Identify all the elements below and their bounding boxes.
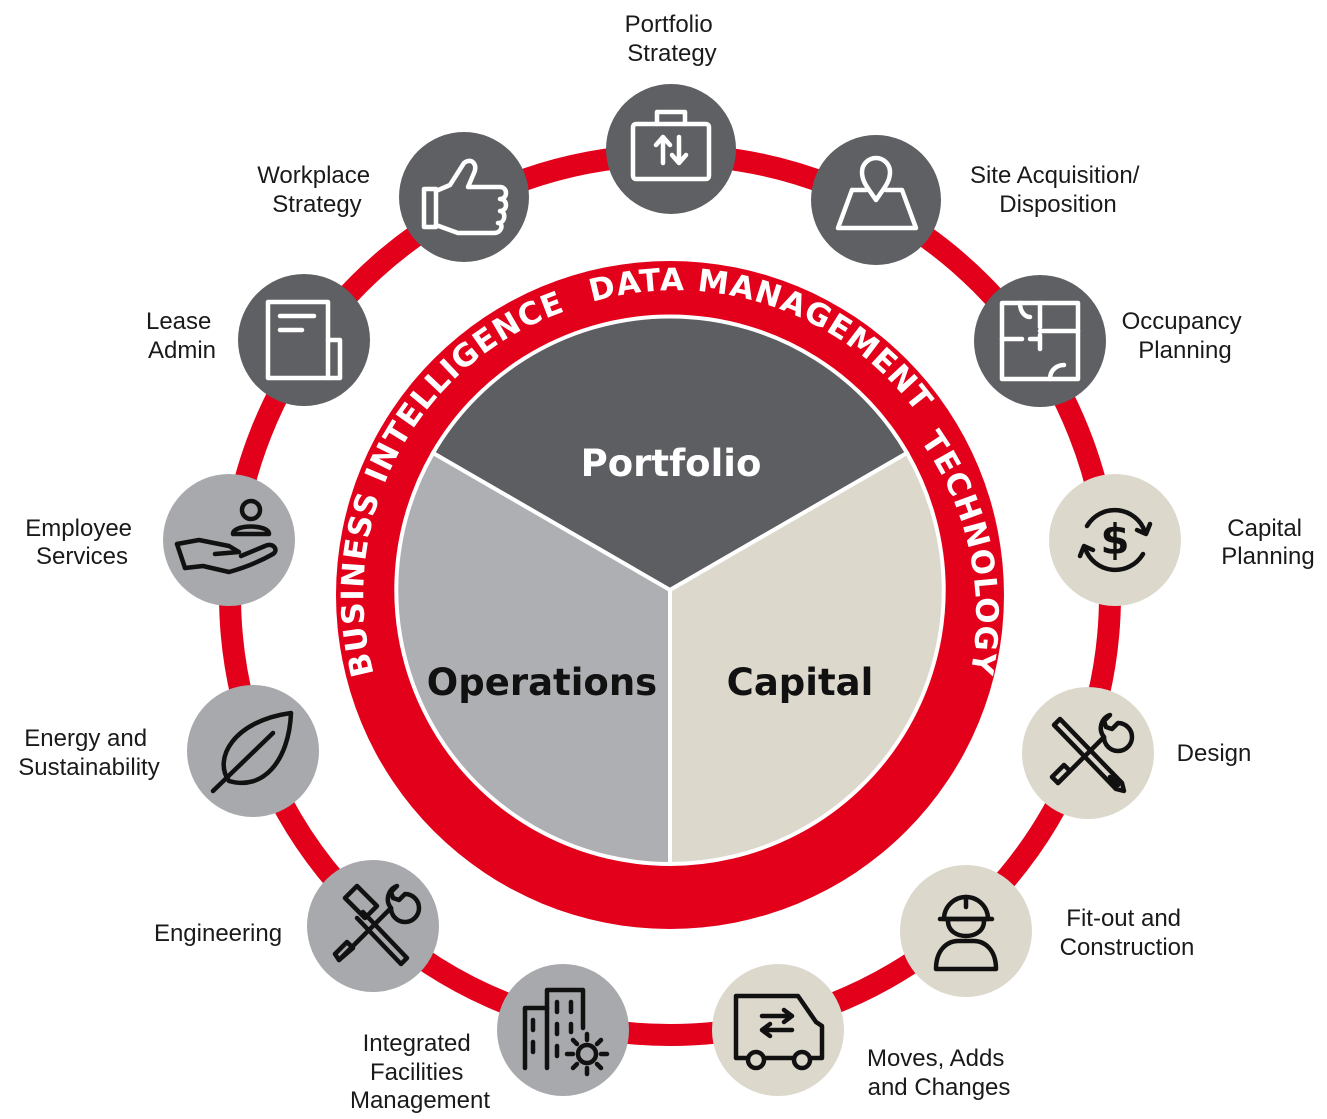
node-label: Capital Planning (1221, 515, 1314, 570)
node-label: Integrated Facilities Management (350, 1030, 490, 1114)
document-icon (265, 299, 343, 381)
node-moves[interactable]: Moves, Adds and Changes (712, 964, 1011, 1101)
node-energy[interactable]: Energy and Sustainability (18, 685, 319, 817)
node-label: Occupancy Planning (1122, 308, 1249, 364)
pencil-wrench-icon (1049, 712, 1135, 794)
construction-worker-icon (933, 894, 999, 972)
segment-label-operations: Operations (427, 661, 657, 704)
hammer-wrench-icon (332, 883, 422, 967)
node-occupancy-planning[interactable]: Occupancy Planning (974, 275, 1248, 407)
node-ifm[interactable]: Integrated Facilities Management (350, 964, 629, 1114)
svg-text:$: $ (1100, 515, 1129, 564)
node-employee-services[interactable]: Employee Services (25, 474, 295, 606)
node-label: Portfolio Strategy (625, 11, 720, 67)
node-label: Employee Services (25, 515, 138, 570)
node-fit-out[interactable]: Fit-out and Construction (900, 865, 1194, 997)
node-label: Site Acquisition/ Disposition (970, 162, 1146, 218)
node-circle (497, 964, 629, 1096)
node-lease-admin[interactable]: Lease Admin (146, 274, 370, 406)
node-circle (1049, 474, 1181, 606)
dollar-cycle-icon: $ (1077, 507, 1153, 573)
node-label: Fit-out and Construction (1060, 905, 1195, 961)
node-capital-planning[interactable]: $ Capital Planning (1049, 474, 1315, 606)
map-pin-icon (835, 155, 919, 231)
node-label: Energy and Sustainability (18, 725, 159, 781)
node-site-acquisition[interactable]: Site Acquisition/ Disposition (811, 135, 1146, 265)
building-gear-icon (522, 987, 610, 1077)
node-circle (606, 84, 736, 214)
capital-segment (668, 450, 946, 867)
node-label: Lease Admin (146, 308, 218, 364)
node-label: Moves, Adds and Changes (867, 1045, 1011, 1101)
briefcase-icon (630, 109, 712, 182)
node-portfolio-strategy[interactable]: Portfolio Strategy (606, 11, 736, 214)
segment-label-portfolio: Portfolio (581, 442, 762, 485)
leaf-icon (210, 710, 294, 794)
node-label: Workplace Strategy (257, 162, 377, 218)
node-design[interactable]: Design (1022, 687, 1251, 819)
node-circle (238, 274, 370, 406)
moving-van-icon (733, 993, 825, 1071)
node-workplace-strategy[interactable]: Workplace Strategy (257, 132, 529, 262)
center-pie (394, 314, 946, 867)
portfolio-segment (430, 314, 910, 593)
node-circle (900, 865, 1032, 997)
operations-segment (394, 450, 672, 867)
hand-person-icon (174, 498, 278, 575)
node-circle (399, 132, 529, 262)
floor-plan-icon (999, 300, 1081, 382)
segment-label-capital: Capital (727, 661, 874, 704)
node-label: Engineering (154, 920, 282, 947)
node-circle (163, 474, 295, 606)
thumbs-up-icon (421, 158, 509, 236)
node-engineering[interactable]: Engineering (154, 860, 439, 992)
node-label: Design (1177, 740, 1252, 767)
